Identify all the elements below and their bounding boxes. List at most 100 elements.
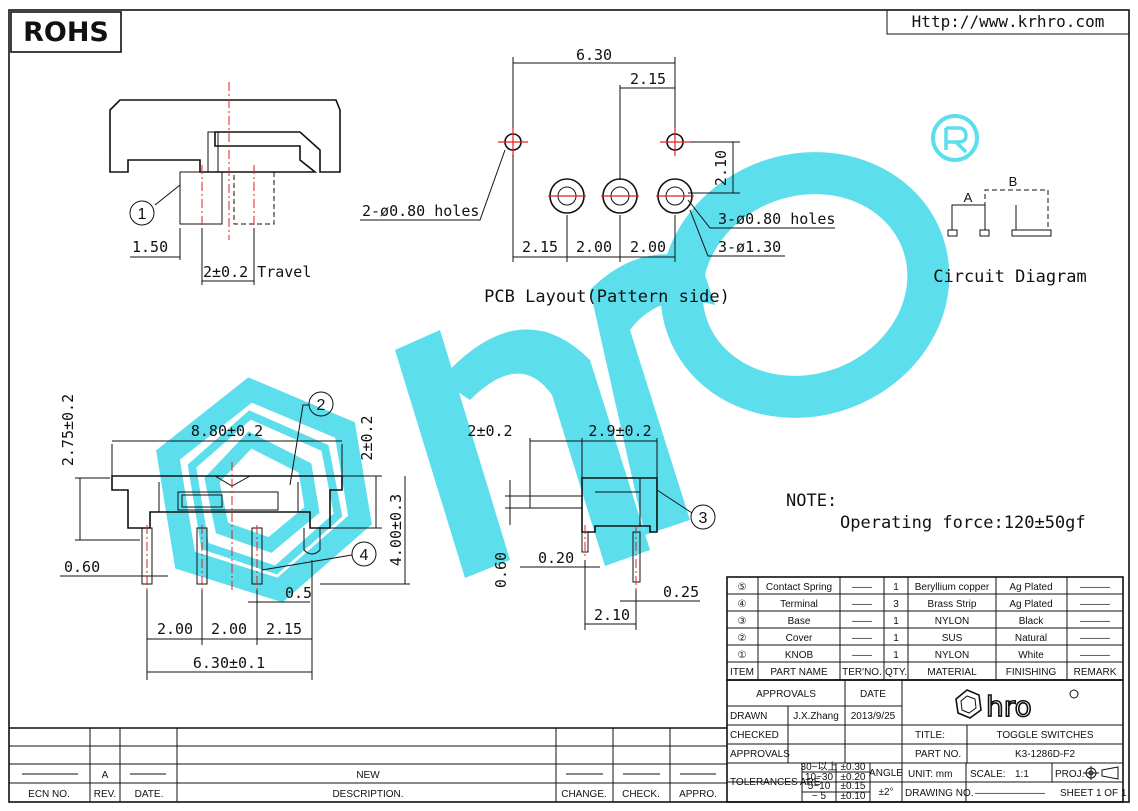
bom-remark-3: ——— bbox=[1080, 633, 1110, 644]
dim-2-9: 2.9±0.2 bbox=[588, 422, 651, 440]
bom-material-0: Beryllium copper bbox=[915, 582, 990, 593]
tb-sheet: SHEET 1 OF 1 bbox=[1060, 788, 1127, 799]
dim-2-15-top: 2.15 bbox=[630, 70, 666, 88]
bom-remark-2: ——— bbox=[1080, 616, 1110, 627]
bom-finishing-3: Natural bbox=[1015, 633, 1047, 644]
dim-1-50: 1.50 bbox=[132, 238, 168, 256]
tb-tol-val-3: ±0.10 bbox=[841, 791, 866, 802]
bom-header-qty: QTY. bbox=[885, 667, 907, 678]
bom-finishing-0: Ag Plated bbox=[1009, 582, 1052, 593]
tb-drawing-no: DRAWING NO. bbox=[905, 788, 974, 799]
bom-ter-0: —— bbox=[852, 582, 872, 593]
tb-tol-val-0: ±0.30 bbox=[841, 762, 866, 773]
bom-qty-4: 1 bbox=[893, 650, 899, 661]
tb-drawn-date: 2013/9/25 bbox=[851, 711, 896, 722]
dim-2-75: 2.75±0.2 bbox=[59, 394, 77, 466]
rev-check-lbl: CHECK. bbox=[622, 789, 660, 800]
tb-title-lbl: TITLE: bbox=[915, 730, 945, 741]
dim-2-10: 2.10 bbox=[712, 150, 730, 186]
bom-name-0: Contact Spring bbox=[766, 582, 832, 593]
bom-material-3: SUS bbox=[942, 633, 963, 644]
label-3-holes-1-30: 3-ø1.30 bbox=[718, 238, 781, 256]
tb-title-val: TOGGLE SWITCHES bbox=[996, 730, 1093, 741]
bom-remark-1: ——— bbox=[1080, 599, 1110, 610]
tb-drawing-no-val: ——————— bbox=[975, 788, 1045, 799]
tb-proj: PROJ. bbox=[1055, 769, 1084, 780]
bom-header-ter: TER'NO. bbox=[842, 667, 882, 678]
bom-qty-2: 1 bbox=[893, 616, 899, 627]
dim-travel: 2±0.2 Travel bbox=[203, 263, 311, 281]
rev-value: A bbox=[102, 770, 109, 781]
dim-2-10-side: 2.10 bbox=[594, 606, 630, 624]
bom-material-4: NYLON bbox=[935, 650, 969, 661]
bom-header-finishing: FINISHING bbox=[1006, 667, 1057, 678]
website-box bbox=[886, 9, 1130, 35]
front-view: 2.75±0.2 8.80±0.2 2±0.2 4.00±0.3 0.60 0.… bbox=[59, 391, 410, 680]
hro-logo: hro bbox=[955, 689, 1079, 724]
tb-part-lbl: PART NO. bbox=[915, 749, 961, 760]
rev-ecn-lbl: ECN NO. bbox=[28, 789, 70, 800]
note-title: NOTE: bbox=[786, 491, 837, 511]
dim-6-30-front: 6.30±0.1 bbox=[193, 654, 265, 672]
rev-appro-lbl: APPRO. bbox=[679, 789, 717, 800]
tb-scale-lbl: SCALE: bbox=[970, 769, 1006, 780]
bom-ter-4: —— bbox=[852, 650, 872, 661]
pcb-layout: 6.30 2.15 2.10 2.15 2.00 2.00 2-ø0.80 ho… bbox=[360, 46, 835, 307]
projection-symbol-icon bbox=[1083, 766, 1119, 780]
tb-approvals-hdr: APPROVALS bbox=[756, 689, 816, 700]
circuit-label-b: B bbox=[1009, 174, 1018, 189]
bom-item-1: ④ bbox=[738, 599, 747, 610]
logo-text: hro bbox=[986, 690, 1032, 723]
hro-watermark: ® bbox=[156, 114, 979, 603]
bom-item-2: ③ bbox=[738, 616, 747, 627]
dim-pcb-2-00-b: 2.00 bbox=[630, 238, 666, 256]
dim-2-02-side: 2±0.2 bbox=[467, 422, 512, 440]
top-view: 1.50 2±0.2 Travel 1 bbox=[109, 82, 341, 285]
bom-item-4: ① bbox=[738, 650, 747, 661]
tb-tol-lbl: TOLERANCES ARE bbox=[730, 777, 821, 788]
tb-approvals: APPROVALS bbox=[730, 749, 790, 760]
tb-drawn-by: J.X.Zhang bbox=[793, 711, 839, 722]
dim-2-02-front: 2±0.2 bbox=[358, 415, 376, 460]
dim-front-2-15: 2.15 bbox=[266, 620, 302, 638]
sheet-border bbox=[8, 9, 1130, 803]
bom-qty-1: 3 bbox=[893, 599, 899, 610]
dim-4-00: 4.00±0.3 bbox=[387, 494, 405, 566]
tb-angle-val: ±2° bbox=[878, 787, 893, 798]
bom-item-3: ② bbox=[738, 633, 747, 644]
tb-drawn: DRAWN bbox=[730, 711, 767, 722]
tb-angle-lbl: ANGLE bbox=[869, 768, 903, 779]
note-text: Operating force:120±50gf bbox=[840, 513, 1086, 533]
bom-qty-0: 1 bbox=[893, 582, 899, 593]
bom-material-2: NYLON bbox=[935, 616, 969, 627]
dim-0-60-side: 0.60 bbox=[492, 552, 510, 588]
rev-change-lbl: CHANGE. bbox=[561, 789, 607, 800]
bom-ter-3: —— bbox=[852, 633, 872, 644]
tb-part-val: K3-1286D-F2 bbox=[1015, 749, 1075, 760]
bom-finishing-2: Black bbox=[1019, 616, 1044, 627]
label-3-holes: 3-ø0.80 holes bbox=[718, 210, 835, 228]
bom-header-material: MATERIAL bbox=[927, 667, 977, 678]
bom-remark-4: ——— bbox=[1080, 650, 1110, 661]
bom-item-0: ⑤ bbox=[738, 582, 747, 593]
tb-scale-val: 1:1 bbox=[1015, 769, 1029, 780]
circuit-diagram: A B Circuit Diagram bbox=[933, 174, 1087, 287]
dim-front-2-00-b: 2.00 bbox=[211, 620, 247, 638]
dim-0-5: 0.5 bbox=[285, 584, 312, 602]
bom-name-2: Base bbox=[788, 616, 811, 627]
bom-material-1: Brass Strip bbox=[928, 599, 977, 610]
revision-block: A NEW ECN NO. REV. DATE. DESCRIPTION. CH… bbox=[9, 727, 727, 802]
pcb-caption: PCB Layout(Pattern side) bbox=[484, 287, 730, 307]
bom-name-1: Terminal bbox=[780, 599, 818, 610]
tb-tol-range-0: 30~以上 bbox=[801, 761, 838, 773]
dim-pcb-2-00-a: 2.00 bbox=[576, 238, 612, 256]
bom-name-4: KNOB bbox=[785, 650, 814, 661]
bom-ter-1: —— bbox=[852, 599, 872, 610]
bom-header-remark: REMARK bbox=[1074, 667, 1117, 678]
website-url: Http://www.krhro.com bbox=[912, 12, 1105, 31]
bom-header-item: ITEM bbox=[730, 667, 754, 678]
bom-finishing-1: Ag Plated bbox=[1009, 599, 1052, 610]
bom-header-name: PART NAME bbox=[770, 667, 828, 678]
tb-unit: UNIT: mm bbox=[908, 769, 952, 780]
